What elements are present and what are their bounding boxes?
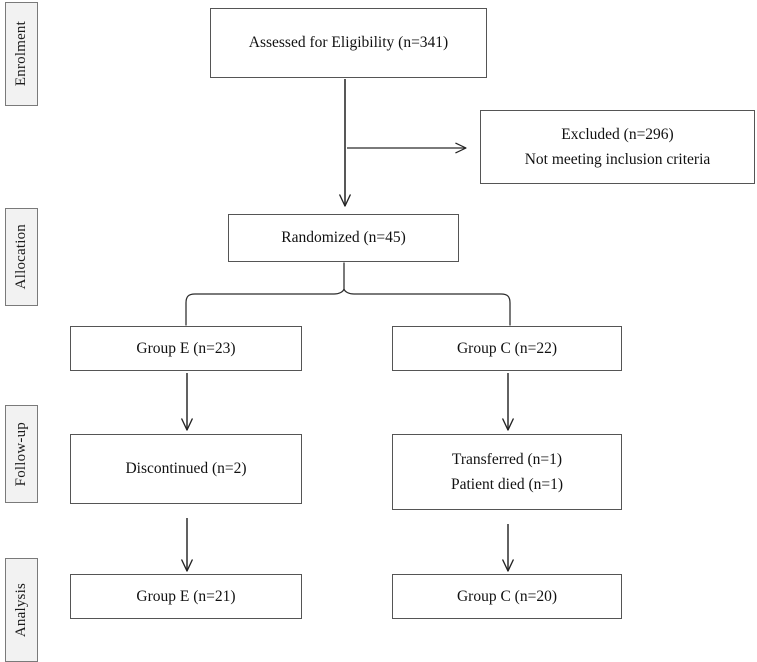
node-group-e-allocated: Group E (n=23) [70,326,302,371]
stage-label-analysis: Analysis [5,558,38,662]
node-line: Randomized (n=45) [281,229,406,247]
stage-label-follow-up-text: Follow-up [13,421,29,487]
node-line: Group C (n=20) [456,587,557,605]
node-line: Group C (n=22) [456,339,557,357]
stage-label-follow-up: Follow-up [5,405,38,503]
node-line: Excluded (n=296) [561,125,674,143]
stage-label-allocation-text: Allocation [13,224,29,290]
node-group-c-allocated: Group C (n=22) [392,326,622,371]
node-group-c-followup: Transferred (n=1) Patient died (n=1) [392,434,622,510]
node-group-c-analysis: Group C (n=20) [392,574,622,619]
stage-label-enrolment-text: Enrolment [13,21,29,87]
node-line: Group E (n=23) [136,339,236,357]
node-line: Not meeting inclusion criteria [524,151,711,168]
node-line: Group E (n=21) [136,587,236,605]
node-assessed-for-eligibility: Assessed for Eligibility (n=341) [210,8,487,78]
connector-randomized-split [185,262,511,326]
node-line: Assessed for Eligibility (n=341) [248,34,449,52]
stage-label-enrolment: Enrolment [5,2,38,106]
stage-label-allocation: Allocation [5,208,38,306]
node-group-e-analysis: Group E (n=21) [70,574,302,619]
node-randomized: Randomized (n=45) [228,214,459,262]
node-group-e-followup: Discontinued (n=2) [70,434,302,504]
node-line: Transferred (n=1) [451,450,563,468]
node-line: Patient died (n=1) [450,476,564,493]
stage-label-analysis-text: Analysis [13,582,29,638]
node-line: Discontinued (n=2) [125,460,247,478]
node-excluded: Excluded (n=296) Not meeting inclusion c… [480,110,755,184]
